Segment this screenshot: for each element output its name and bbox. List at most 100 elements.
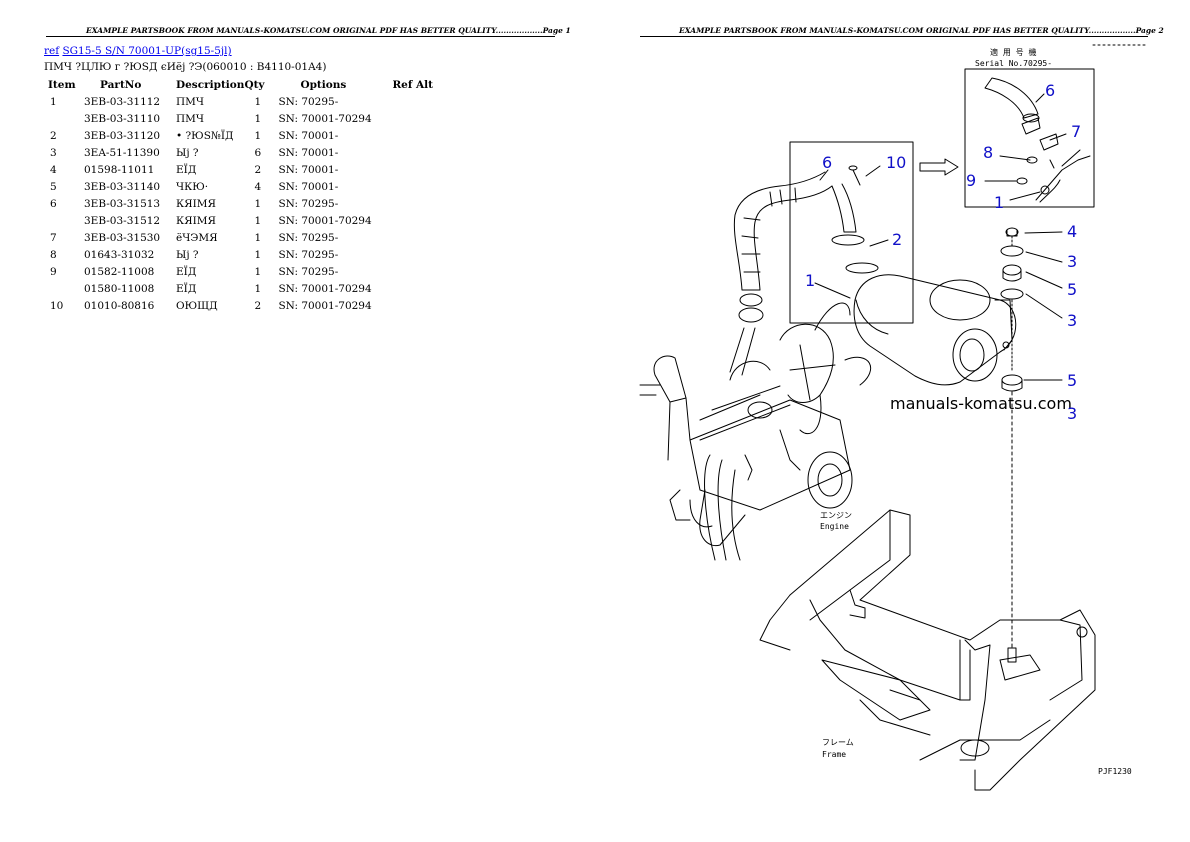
callout-5b: 5 (1067, 371, 1077, 390)
watermark: manuals-komatsu.com (890, 394, 1072, 413)
cell-qty: 2 (254, 163, 262, 176)
column-header-partno: PartNo (100, 78, 142, 91)
cell-item: 8 (50, 248, 57, 261)
callout-3c: 3 (1067, 404, 1077, 423)
cell-partno: 01580-11008 (84, 282, 155, 295)
callout-2: 2 (892, 230, 902, 249)
cell-description: КЯІМЯ (176, 197, 216, 210)
pipe-elbow (831, 183, 857, 233)
cell-item: 10 (50, 299, 64, 312)
table-header-row: Item PartNo Description Qty Options Ref … (44, 76, 452, 93)
callout-inset-9: 9 (966, 171, 976, 190)
frame (759, 509, 1096, 791)
cell-qty: 1 (254, 248, 262, 261)
engine-label: Engine (820, 522, 849, 531)
cell-options: SN: 70001- (278, 180, 339, 193)
callout-5a: 5 (1067, 280, 1077, 299)
cell-options: SN: 70295- (278, 197, 339, 210)
cell-item: 6 (50, 197, 57, 210)
cell-partno: 3EB-03-31110 (84, 112, 161, 125)
cell-description: • ?ЮS№ЇД (176, 129, 234, 142)
column-header-qty: Qty (244, 78, 265, 91)
cell-qty: 1 (254, 231, 262, 244)
cell-description: ЕЇД (176, 163, 197, 176)
callout-inset-6: 6 (1045, 81, 1055, 100)
model-link[interactable]: SG15-5 S/N 70001-UP(sg15-5jl) (62, 45, 232, 57)
diagram-page: EXAMPLE PARTSBOOK FROM MANUALS-KOMATSU.C… (595, 0, 1190, 842)
cell-options: SN: 70295- (278, 95, 339, 108)
column-header-ref-alt: Ref Alt (392, 78, 434, 91)
cell-options: SN: 70001- (278, 129, 339, 142)
callout-inset-8: 8 (983, 143, 993, 162)
cell-qty: 1 (254, 95, 262, 108)
callout-3b: 3 (1067, 311, 1077, 330)
cell-options: SN: 70295- (278, 231, 339, 244)
cell-description: Ыј ? (176, 248, 199, 261)
inset-label-jp: 適 用 号 機 (990, 47, 1036, 57)
column-header-description: Description (176, 78, 245, 91)
inset-serial: Serial No.70295- (975, 59, 1052, 68)
cell-partno: 3EB-03-31140 (84, 180, 161, 193)
cell-partno: 3EA-51-11390 (84, 146, 160, 159)
callout-inset-1: 1 (994, 193, 1004, 212)
cell-qty: 6 (254, 146, 262, 159)
cell-qty: 1 (254, 282, 262, 295)
serial-inset-box (964, 68, 1095, 208)
detail-box (789, 141, 914, 324)
header-rule (46, 36, 555, 37)
cell-description: КЯІМЯ (176, 214, 216, 227)
cell-item: 3 (50, 146, 57, 159)
callout-10: 10 (886, 153, 906, 172)
cell-partno: 01582-11008 (84, 265, 155, 278)
muffler (853, 274, 1017, 386)
model-reference: ref SG15-5 S/N 70001-UP(sg15-5jl) (44, 45, 232, 57)
drawing-code: PJF1230 (1098, 767, 1132, 776)
page-header: EXAMPLE PARTSBOOK FROM MANUALS-KOMATSU.C… (86, 26, 571, 35)
cell-description: ОЮЩД (176, 299, 218, 312)
cell-options: SN: 70001-70294 (278, 214, 372, 227)
cell-partno: 3EB-03-31513 (84, 197, 161, 210)
cell-description: ёЧЭМЯ (176, 231, 218, 244)
cell-options: SN: 70001-70294 (278, 282, 372, 295)
cell-partno: 01643-31032 (84, 248, 155, 261)
inset-tailpipe (984, 77, 1091, 203)
cell-qty: 2 (254, 299, 262, 312)
callout-4: 4 (1067, 222, 1077, 241)
engine (639, 302, 872, 561)
cell-options: SN: 70001- (278, 163, 339, 176)
column-header-options: Options (300, 78, 347, 91)
cell-description: ЧКЮ· (176, 180, 209, 193)
header-rule (640, 36, 1148, 37)
cell-partno: 01010-80816 (84, 299, 155, 312)
tailpipe (729, 171, 833, 376)
cell-description: ПМЧ (176, 95, 205, 108)
ref-prefix-link[interactable]: ref (44, 45, 60, 57)
cell-options: SN: 70295- (278, 265, 339, 278)
cell-qty: 4 (254, 180, 262, 193)
cell-partno: 3EB-03-31120 (84, 129, 161, 142)
cell-qty: 1 (254, 112, 262, 125)
page-header: EXAMPLE PARTSBOOK FROM MANUALS-KOMATSU.C… (679, 26, 1164, 35)
cell-description: ЕЇД (176, 265, 197, 278)
frame-label: Frame (822, 750, 846, 759)
cell-partno: 3EB-03-31112 (84, 95, 161, 108)
cell-qty: 1 (254, 265, 262, 278)
cell-item: 4 (50, 163, 57, 176)
engine-label-jp: エンジン (820, 511, 852, 520)
cell-description: Ыј ? (176, 146, 199, 159)
cell-description: ПМЧ (176, 112, 205, 125)
cell-partno: 3EB-03-31512 (84, 214, 161, 227)
callout-3a: 3 (1067, 252, 1077, 271)
